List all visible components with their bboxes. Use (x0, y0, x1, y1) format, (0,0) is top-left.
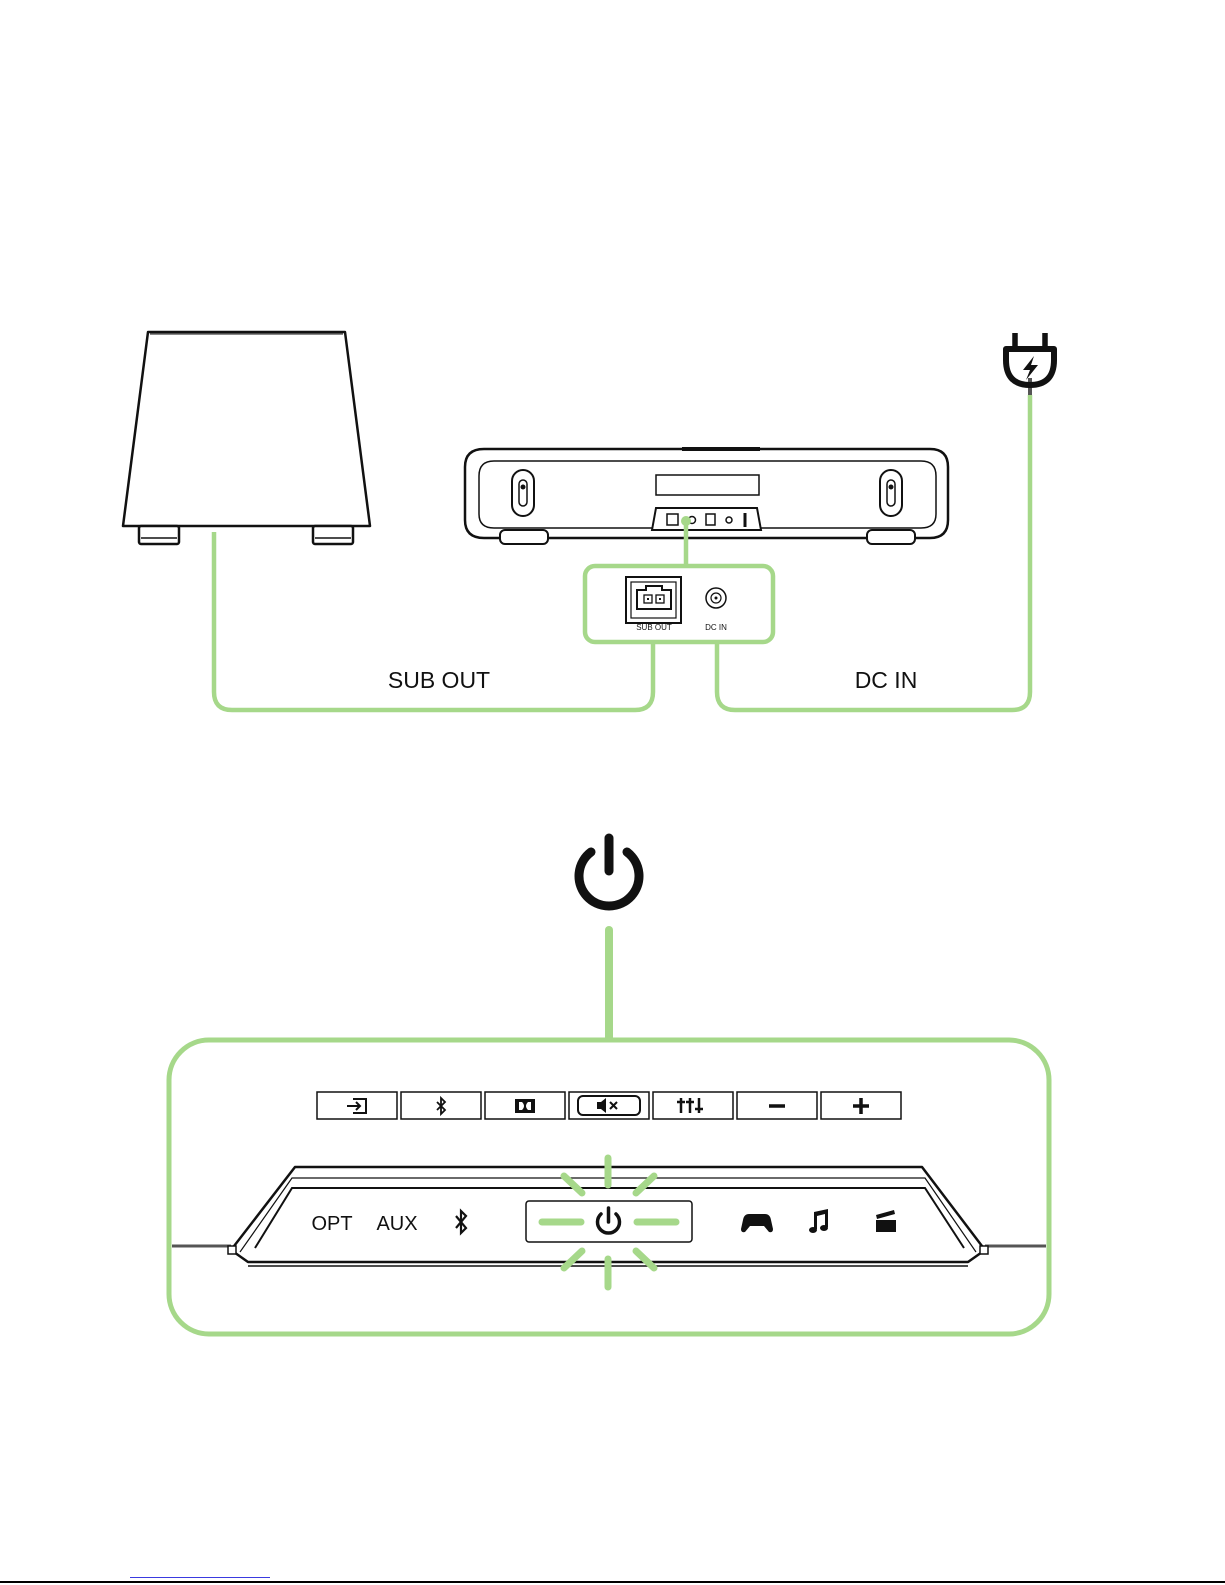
footer-link-underline (130, 1577, 270, 1578)
power-plug-icon (1006, 333, 1054, 385)
dc-in-cable (717, 395, 1030, 710)
input-button[interactable] (317, 1092, 397, 1119)
opt-label[interactable]: OPT (311, 1213, 352, 1235)
sub-out-port-label: SUB OUT (636, 623, 672, 632)
equalizer-icon (677, 1098, 703, 1113)
mute-button[interactable] (569, 1092, 649, 1119)
dc-in-cable-label: DC IN (855, 667, 918, 693)
sub-out-cable-label: SUB OUT (388, 667, 490, 693)
volume-up-button[interactable] (821, 1092, 901, 1119)
dolby-icon (515, 1099, 535, 1113)
soundbar-rear-icon (465, 449, 948, 544)
aux-label[interactable]: AUX (376, 1213, 417, 1235)
equalizer-button[interactable] (653, 1092, 733, 1119)
sub-out-port-icon (626, 577, 681, 623)
bluetooth-button[interactable] (401, 1092, 481, 1119)
power-icon (579, 838, 639, 906)
subwoofer-icon (123, 332, 370, 544)
port-callout: SUB OUT DC IN (585, 566, 773, 642)
button-strip (317, 1092, 901, 1119)
dc-in-port-label: DC IN (705, 623, 727, 632)
dolby-button[interactable] (485, 1092, 565, 1119)
volume-down-button[interactable] (737, 1092, 817, 1119)
dc-in-port-icon (706, 588, 726, 608)
footer-rule (0, 1581, 1225, 1583)
